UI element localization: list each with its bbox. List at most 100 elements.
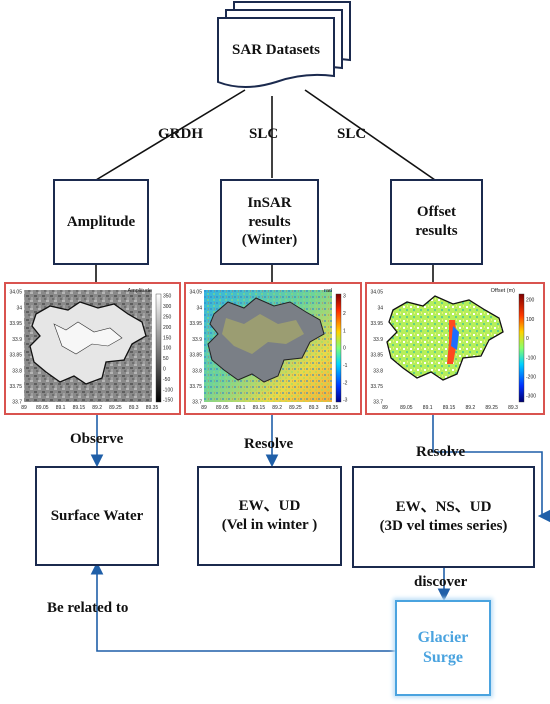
amplitude-x-tick: 89 (21, 405, 27, 411)
amplitude-c-tick: 300 (163, 304, 172, 310)
amplitude-c-tick: -150 (163, 398, 173, 404)
offset-x-tick: 89.05 (400, 405, 413, 411)
edge-label-discover: discover (414, 574, 468, 590)
insar-x-tick: 89.35 (326, 405, 339, 411)
amplitude-box: Amplitude (53, 179, 149, 265)
insar-y-tick: 34.05 (189, 290, 202, 296)
offset-c-tick: -300 (526, 394, 536, 400)
insar-label-line-3: (Winter) (241, 232, 298, 249)
insar-x-tick: 89.2 (272, 405, 282, 411)
amplitude-c-tick: 0 (163, 367, 166, 373)
insar-x-tick: 89.05 (216, 405, 229, 411)
insar-c-tick: 0 (343, 346, 346, 352)
amplitude-colorbar (155, 293, 162, 403)
offset-y-tick: 33.7 (373, 400, 383, 406)
surface-water-label: Surface Water (50, 507, 144, 524)
insar-x-tick: 89.25 (289, 405, 302, 411)
amplitude-y-tick: 34.05 (9, 290, 22, 296)
amplitude-x-tick: 89.25 (109, 405, 122, 411)
amplitude-c-tick: -50 (163, 377, 170, 383)
amplitude-x-tick: 89.05 (36, 405, 49, 411)
offset-x-tick: 89.1 (423, 405, 433, 411)
insar-c-tick: 3 (343, 294, 346, 300)
insar-colorbar (335, 293, 342, 403)
insar-y-tick: 33.7 (192, 400, 202, 406)
edge-label-slc-2: SLC (337, 126, 367, 142)
offset-y-tick: 33.75 (370, 384, 383, 390)
offset-glacier-outline (386, 295, 504, 381)
insar-c-tick: -2 (343, 380, 348, 386)
amplitude-c-tick: 200 (163, 325, 172, 331)
sar-datasets-label: SAR Datasets (232, 42, 320, 58)
offset-c-tick: 0 (526, 336, 529, 342)
insar-x-tick: 89.1 (236, 405, 246, 411)
insar-x-tick: 89.15 (253, 405, 266, 411)
amplitude-c-tick: 250 (163, 315, 172, 321)
offset-c-tick: 100 (526, 317, 535, 323)
offset-x-tick: 89.15 (443, 405, 456, 411)
amplitude-y-tick: 33.75 (9, 384, 22, 390)
amplitude-x-tick: 89.1 (56, 405, 66, 411)
offset-results-box: Offset results (390, 179, 483, 265)
ew-ud-label-line-2: (Vel in winter ) (221, 517, 318, 533)
offset-label-line-2: results (415, 223, 458, 239)
amplitude-x-tick: 89.35 (146, 405, 159, 411)
ew-ns-ud-box: EW、NS、UD (3D vel times series) (352, 466, 535, 568)
amplitude-map-panel: Amplitude 350 300 250 200 150 100 50 0 -50 -100 -1… (4, 282, 181, 415)
glacier-surge-box: Glacier Surge (395, 600, 491, 696)
insar-y-tick: 33.75 (189, 384, 202, 390)
ew-ud-box: EW、UD (Vel in winter ) (197, 466, 342, 566)
insar-colorbar-title: rad (324, 288, 332, 294)
amplitude-x-tick: 89.15 (73, 405, 86, 411)
amplitude-x-tick: 89.2 (92, 405, 102, 411)
arrow-resolve-offset (432, 415, 550, 523)
insar-c-tick: 1 (343, 328, 346, 334)
insar-c-tick: -3 (343, 398, 348, 404)
amplitude-label: Amplitude (66, 213, 136, 230)
offset-colorbar-title: Offset (m) (491, 288, 516, 294)
offset-y-tick: 33.85 (370, 353, 383, 359)
amplitude-colorbar-title: Amplitude (128, 288, 152, 294)
offset-c-tick: -200 (526, 375, 536, 381)
offset-y-tick: 33.9 (373, 337, 383, 343)
amplitude-c-tick: 350 (163, 294, 172, 300)
offset-x-tick: 89.25 (485, 405, 498, 411)
amplitude-c-tick: 50 (163, 356, 169, 362)
offset-y-tick: 34.05 (370, 290, 383, 296)
offset-y-tick: 34 (377, 305, 383, 311)
edge-label-resolve-1: Resolve (244, 436, 294, 452)
ew-ns-ud-label-line-1: EW、NS、UD (395, 499, 492, 516)
amplitude-c-tick: -100 (163, 387, 173, 393)
amplitude-y-tick: 34 (16, 305, 22, 311)
insar-y-tick: 33.9 (192, 337, 202, 343)
amplitude-c-tick: 150 (163, 335, 172, 341)
amplitude-x-tick: 89.3 (129, 405, 139, 411)
insar-x-tick: 89.3 (309, 405, 319, 411)
insar-y-tick: 33.85 (189, 353, 202, 359)
edge-label-observe: Observe (70, 431, 124, 447)
edge-label-resolve-2: Resolve (416, 444, 466, 460)
insar-y-tick: 34 (196, 305, 202, 311)
insar-label-line-1: InSAR (247, 194, 292, 211)
insar-y-tick: 33.95 (189, 321, 202, 327)
edge-sar-offset (304, 89, 436, 181)
amplitude-c-tick: 100 (163, 346, 172, 352)
insar-y-tick: 33.8 (192, 368, 202, 374)
insar-label-line-2: results (248, 213, 291, 230)
insar-results-box: InSAR results (Winter) (220, 179, 319, 265)
amplitude-y-tick: 33.85 (9, 353, 22, 359)
glacier-surge-label-line-2: Surge (422, 649, 463, 666)
offset-c-tick: 200 (526, 298, 535, 304)
ew-ud-label-line-1: EW、UD (238, 498, 301, 515)
offset-y-tick: 33.8 (373, 368, 383, 374)
amplitude-y-tick: 33.7 (12, 400, 22, 406)
offset-x-tick: 89.2 (465, 405, 475, 411)
edge-label-grdh: GRDH (158, 126, 203, 142)
insar-c-tick: -1 (343, 363, 348, 369)
